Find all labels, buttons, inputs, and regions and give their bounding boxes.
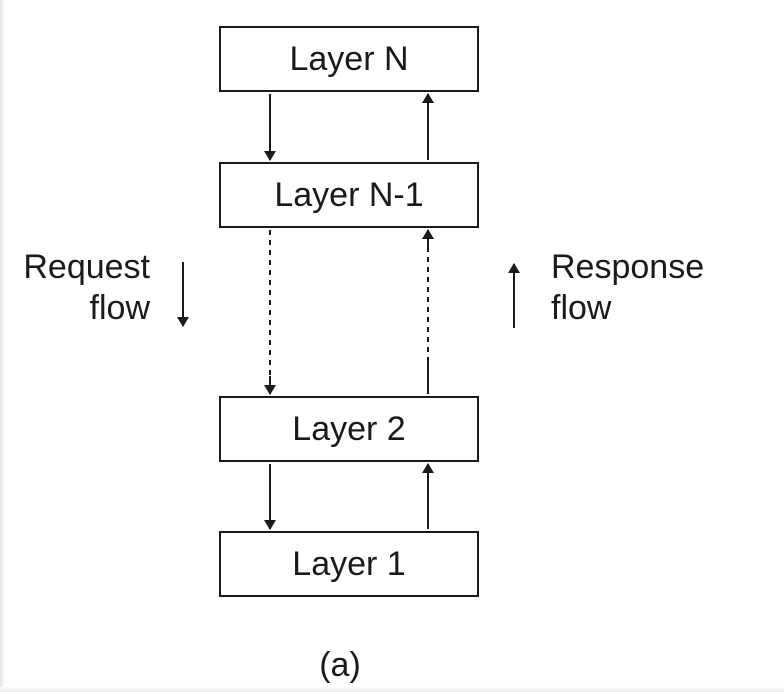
request-flow-label-line2: flow [89,289,150,327]
figure-caption: (a) [319,646,361,684]
response-flow-label: Response flow [551,247,704,329]
layer-n-box: Layer N [219,26,479,92]
layer-n-1-box: Layer N-1 [219,162,479,228]
layer-n-1-label: Layer N-1 [274,175,424,214]
layer-2-label: Layer 2 [292,409,406,448]
request-flow-label-line1: Request [23,248,150,286]
request-flow-label: Request flow [0,247,150,329]
layer-1-box: Layer 1 [219,531,479,597]
layer-n-label: Layer N [289,39,409,78]
response-flow-label-line2: flow [551,289,612,327]
response-flow-label-line1: Response [551,248,705,286]
layer-2-box: Layer 2 [219,396,479,462]
layer-1-label: Layer 1 [292,544,406,583]
